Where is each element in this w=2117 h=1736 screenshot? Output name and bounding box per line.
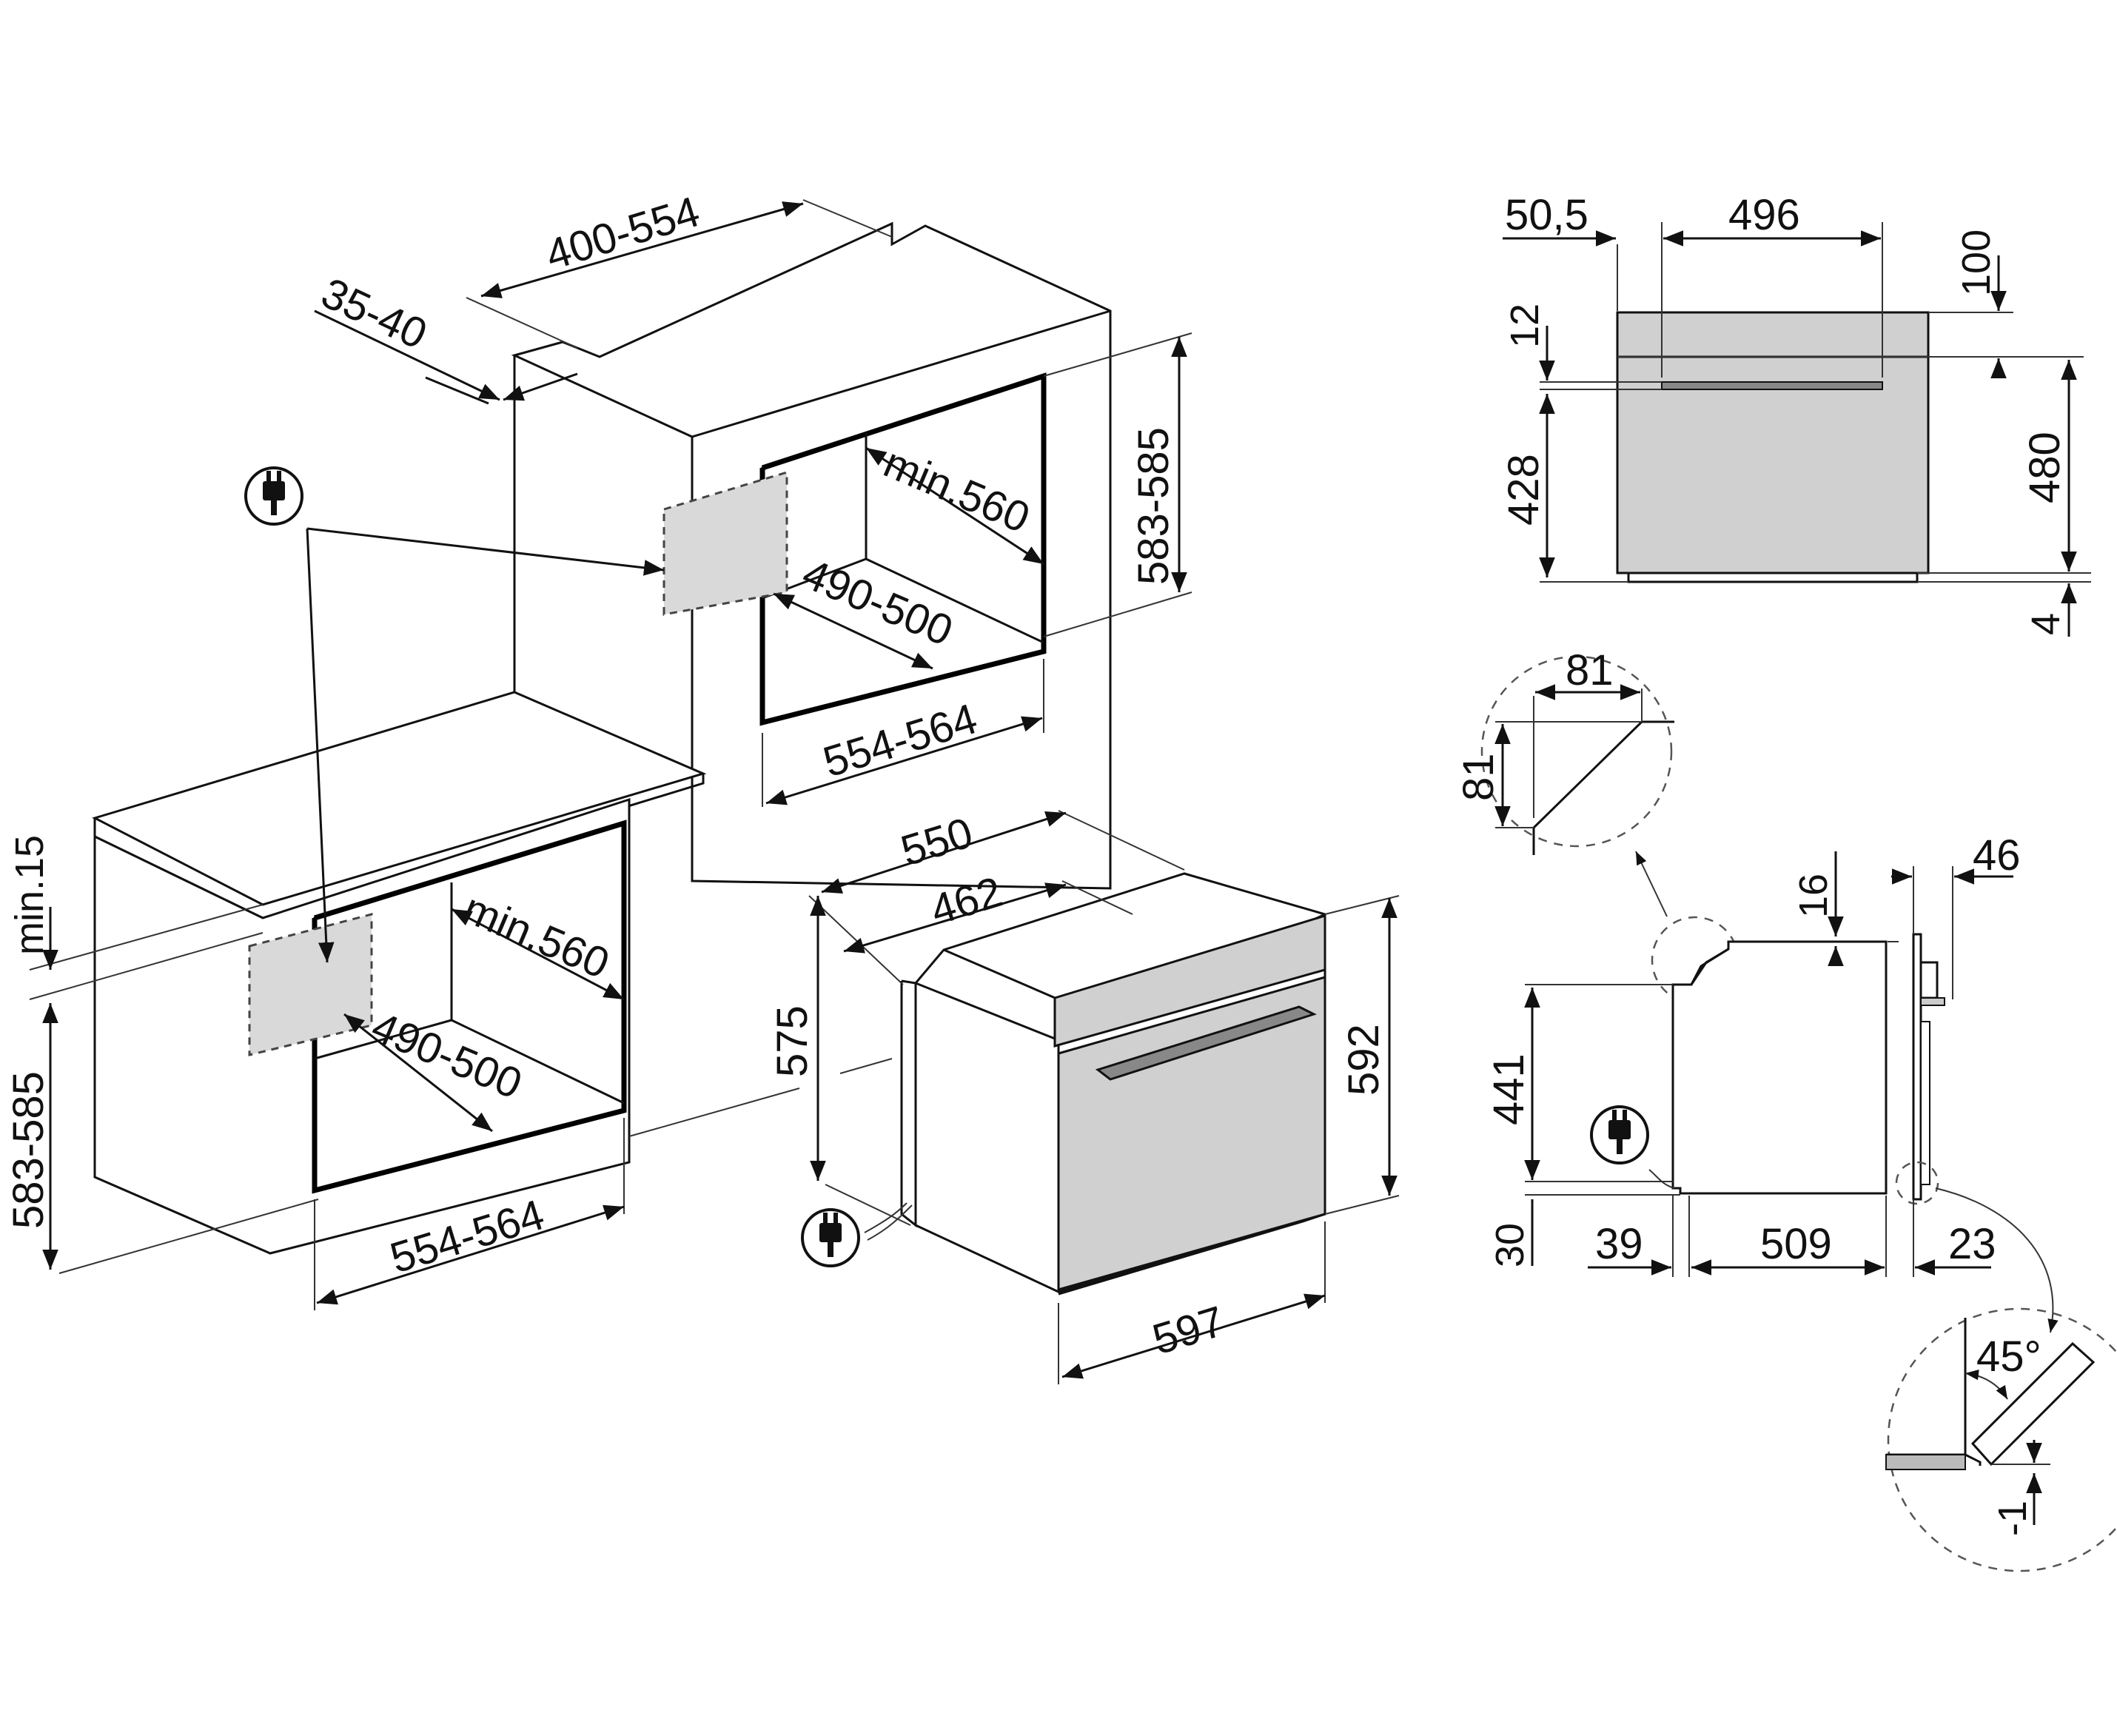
oven-handle xyxy=(1095,1005,1317,1081)
upper-socket-zone xyxy=(662,470,788,616)
label-509: 509 xyxy=(1760,1220,1832,1268)
label-4: 4 xyxy=(2024,613,2068,635)
label-441: 441 xyxy=(1485,1053,1533,1125)
lower-socket-zone xyxy=(248,913,373,1056)
bevel-detail: 81 81 xyxy=(1455,646,1674,917)
label-46: 46 xyxy=(1973,831,2021,879)
label-oven-575: 575 xyxy=(768,1005,816,1077)
label-16: 16 xyxy=(1791,874,1836,918)
label-428: 428 xyxy=(1500,454,1548,526)
front-door xyxy=(1616,355,1930,574)
front-handle xyxy=(1661,381,1883,390)
label-oven-592: 592 xyxy=(1340,1024,1388,1096)
angle-detail-circle xyxy=(1887,1307,2117,1572)
label-480: 480 xyxy=(2021,432,2069,503)
front-control-band xyxy=(1616,311,1930,358)
label-12: 12 xyxy=(1503,304,1547,348)
plug-icon xyxy=(244,466,303,526)
label-top-depth: 400-554 xyxy=(540,187,705,279)
oven-control-strip xyxy=(1053,914,1326,1048)
angle-detail: 45° -1 xyxy=(1885,1307,2117,1572)
label-81-w: 81 xyxy=(1566,646,1614,694)
label-100: 100 xyxy=(1954,229,1999,296)
label-30: 30 xyxy=(1488,1223,1532,1267)
label-upper-height: 583-585 xyxy=(1130,427,1178,585)
label-45deg: 45° xyxy=(1976,1333,2041,1381)
label-50-5: 50,5 xyxy=(1505,191,1588,239)
plug-icon xyxy=(1590,1105,1649,1164)
bevel-detail-circle xyxy=(1480,655,1673,848)
label-oven-597: 597 xyxy=(1147,1297,1230,1364)
side-body xyxy=(1671,940,1888,1195)
oven-3d: 550 462 575 592 597 xyxy=(768,808,1400,1384)
side-view: 16 46 441 30 39 509 23 xyxy=(1485,831,2059,1333)
label-81-h: 81 xyxy=(1455,753,1503,801)
label-39: 39 xyxy=(1595,1220,1643,1268)
label-23: 23 xyxy=(1948,1220,1996,1268)
label-top-gap: 35-40 xyxy=(315,269,435,359)
label-lower-height: 583-585 xyxy=(4,1071,53,1229)
label-min15: min.15 xyxy=(7,835,52,955)
label-496: 496 xyxy=(1728,191,1800,239)
angled-panel xyxy=(1970,1341,2096,1467)
label-minus1: -1 xyxy=(1990,1501,2035,1536)
plug-icon xyxy=(801,1208,860,1267)
front-view: 50,5 496 100 12 428 480 4 xyxy=(1500,191,2091,637)
